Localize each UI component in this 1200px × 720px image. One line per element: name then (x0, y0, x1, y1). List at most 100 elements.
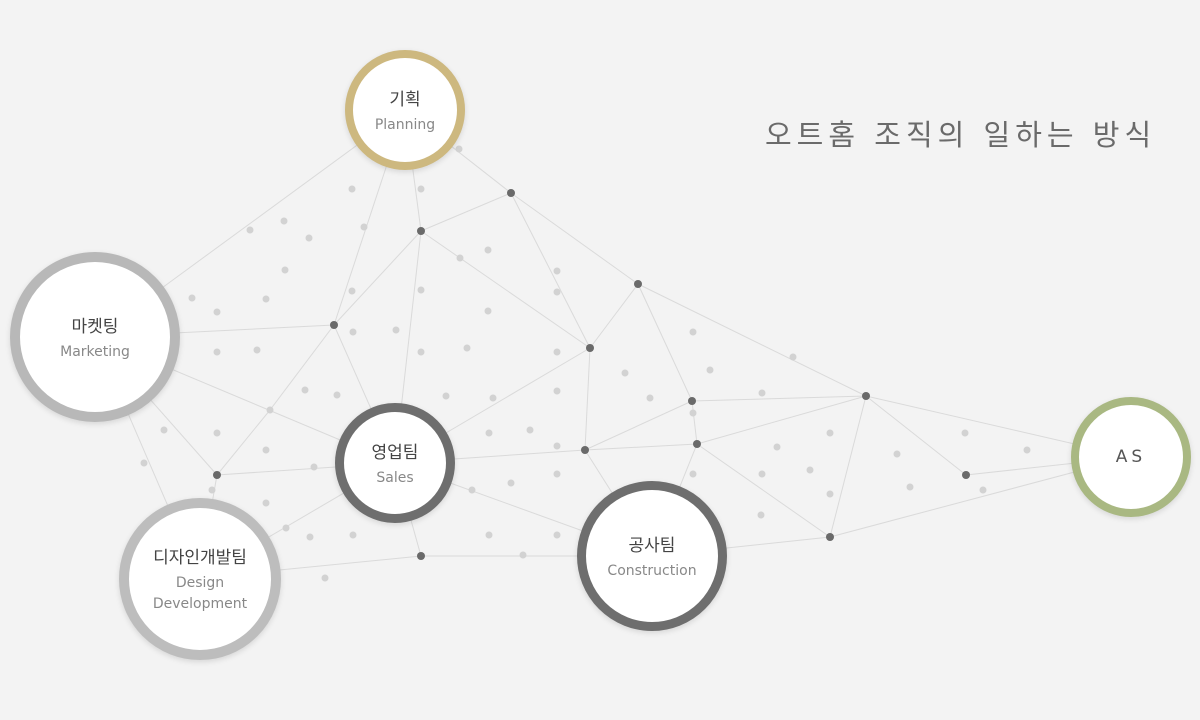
network-hub-dot (962, 471, 970, 479)
node-marketing-en: Marketing (60, 343, 130, 360)
network-dot (893, 450, 901, 458)
node-design-ko: 디자인개발팀 (153, 548, 247, 568)
network-hub-dot (417, 552, 425, 560)
node-construction[interactable]: 공사팀 Construction (577, 481, 727, 631)
network-edge (637, 283, 867, 397)
network-dot (160, 426, 168, 434)
network-dot (262, 499, 270, 507)
network-dot (826, 490, 834, 498)
network-dot (485, 531, 493, 539)
network-dot (360, 223, 368, 231)
network-dot (519, 551, 527, 559)
network-dot (280, 217, 288, 225)
node-construction-ko: 공사팀 (628, 535, 676, 556)
node-planning[interactable]: 기획 Planning (345, 50, 465, 170)
node-marketing-ko: 마켓팅 (71, 316, 119, 337)
network-hub-dot (688, 397, 696, 405)
network-dot (281, 266, 289, 274)
network-dot (349, 328, 357, 336)
network-edge (691, 395, 867, 402)
network-dot (455, 145, 463, 153)
network-dot (758, 470, 766, 478)
node-as-label: AS (1115, 446, 1147, 467)
network-dot (348, 287, 356, 295)
network-dot (417, 348, 425, 356)
network-edge (584, 347, 591, 451)
network-dot (826, 429, 834, 437)
node-sales-en: Sales (376, 469, 414, 486)
network-dot (553, 387, 561, 395)
network-dot (456, 254, 464, 262)
network-dot (266, 406, 274, 414)
network-dot (208, 486, 216, 494)
network-edge (584, 400, 693, 451)
network-dot (553, 288, 561, 296)
node-construction-en: Construction (607, 562, 697, 579)
network-dot (757, 511, 765, 519)
network-hub-dot (586, 344, 594, 352)
network-dot (262, 295, 270, 303)
network-hub-dot (693, 440, 701, 448)
network-dot (689, 409, 697, 417)
network-hub-dot (417, 227, 425, 235)
network-dot (305, 234, 313, 242)
page-title: 오트홈 조직의 일하는 방식 (765, 118, 1157, 152)
network-edge (584, 443, 698, 451)
network-hub-dot (826, 533, 834, 541)
network-dot (253, 346, 261, 354)
network-dot (621, 369, 629, 377)
network-dot (806, 466, 814, 474)
network-dot (789, 353, 797, 361)
network-hub-dot (330, 321, 338, 329)
network-hub-dot (213, 471, 221, 479)
network-edge (589, 283, 639, 349)
network-dot (348, 185, 356, 193)
network-dot (526, 426, 534, 434)
network-dot (553, 348, 561, 356)
network-edge (420, 230, 591, 349)
network-dot (306, 533, 314, 541)
network-dot (310, 463, 318, 471)
node-design-en-2: Development (152, 596, 248, 612)
network-hub-dot (862, 392, 870, 400)
node-planning-ko: 기획 (389, 89, 421, 110)
network-dot (553, 470, 561, 478)
network-edge (696, 395, 867, 445)
network-dot (442, 392, 450, 400)
node-as[interactable]: AS (1071, 397, 1191, 517)
network-dot (417, 286, 425, 294)
network-dot (553, 531, 561, 539)
network-dot (468, 486, 476, 494)
network-dot (417, 185, 425, 193)
node-design[interactable]: 디자인개발팀 Design Development (119, 498, 281, 660)
network-dot (262, 446, 270, 454)
node-planning-en: Planning (374, 116, 436, 133)
network-edge (696, 443, 831, 538)
network-edge (420, 192, 512, 232)
node-design-en-1: Design (175, 575, 225, 591)
network-edge (691, 400, 698, 445)
network-dot (689, 470, 697, 478)
network-edge (865, 395, 967, 476)
network-dot (349, 531, 357, 539)
network-hub-dot (634, 280, 642, 288)
network-dot (906, 483, 914, 491)
network-edge (333, 230, 422, 326)
network-edge (829, 395, 867, 538)
network-dot (333, 391, 341, 399)
network-dot (1023, 446, 1031, 454)
network-hub-dot (581, 446, 589, 454)
network-dot (282, 524, 290, 532)
network-dot (553, 442, 561, 450)
network-dot (489, 394, 497, 402)
network-dot (485, 429, 493, 437)
node-sales[interactable]: 영업팀 Sales (335, 403, 455, 523)
network-dot (553, 267, 561, 275)
network-edge (510, 192, 591, 349)
network-dot (689, 328, 697, 336)
network-edge (269, 324, 335, 411)
node-marketing[interactable]: 마켓팅 Marketing (10, 252, 180, 422)
network-edge (510, 192, 639, 285)
network-dot (961, 429, 969, 437)
network-dot (463, 344, 471, 352)
